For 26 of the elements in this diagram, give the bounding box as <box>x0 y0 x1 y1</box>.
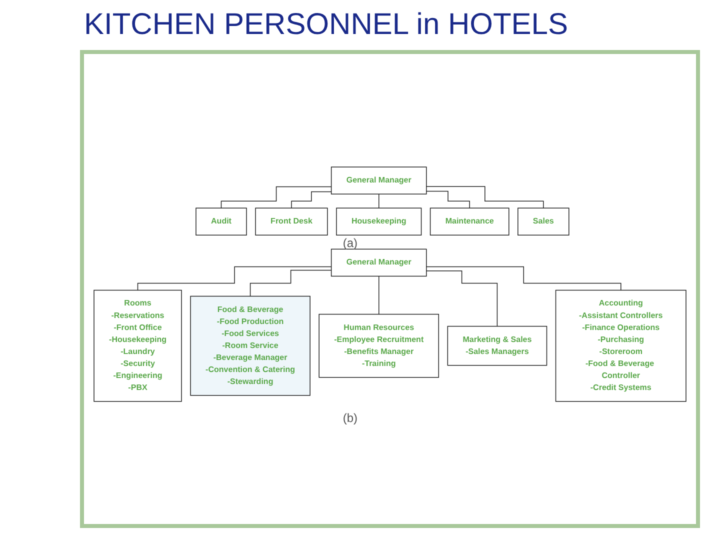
node-box <box>94 290 182 402</box>
node-box <box>330 248 427 276</box>
node-box <box>330 166 427 194</box>
connector <box>250 270 332 296</box>
chart-label: (b) <box>342 411 358 426</box>
connector <box>426 270 498 326</box>
node-box <box>336 207 422 236</box>
node-box <box>447 326 548 366</box>
connector <box>220 186 332 208</box>
connector <box>426 186 544 208</box>
node-box <box>255 207 328 236</box>
node-box <box>190 296 310 396</box>
connector <box>426 266 622 290</box>
node-box <box>318 314 440 378</box>
connector <box>426 190 470 208</box>
connector <box>291 191 332 208</box>
node-box <box>430 207 510 236</box>
title: KITCHEN PERSONNEL in HOTELS <box>84 8 569 42</box>
chart-frame: General Manager Audit Front Desk Housekeeping Maintenance Sales General Manager Rooms -Reservations -Front Office -Housekeeping -Laundry -Security -Engineering -PBX Food & Beverage -Food Production -Food Services -Room Service -Beverage Manager -Convention & Catering -Stewarding Human Resources -Employee Recruitment -Benefits Manager -Training Marketing & Sales -Sales Managers Accounting -Assistant Controllers -Finance Operations -Purchasing -Storeroom -Food & Beverage Controller -Credit Systems (a) (b) <box>80 50 700 528</box>
connector <box>378 276 380 314</box>
node-box <box>518 207 570 236</box>
chart-label: (a) <box>342 236 358 250</box>
node-box <box>555 290 686 402</box>
connector <box>137 266 332 290</box>
connector <box>378 193 380 208</box>
node-box <box>196 207 247 236</box>
